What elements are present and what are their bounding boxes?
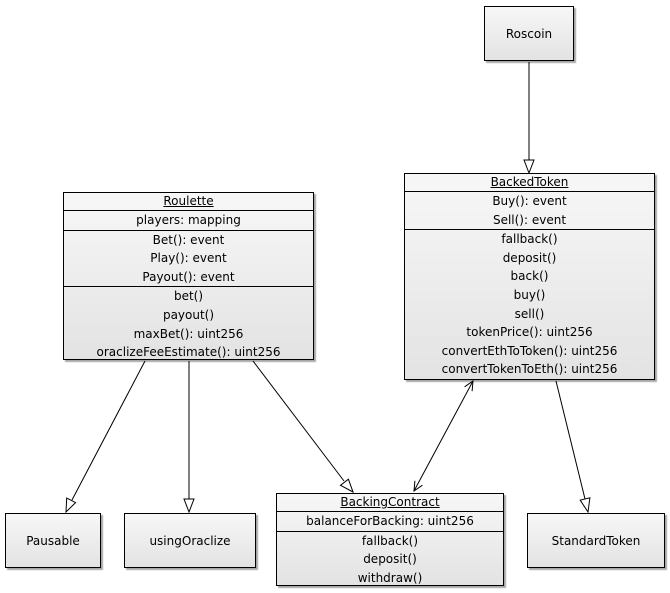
class-name: BackingContract	[340, 495, 440, 509]
class-name: usingOraclize	[149, 533, 231, 548]
method: deposit()	[502, 250, 557, 265]
attributes-section: balanceForBacking: uint256	[277, 512, 503, 532]
method: maxBet(): uint256	[133, 326, 244, 341]
class-standardtoken[interactable]: StandardToken	[527, 513, 665, 568]
method: tokenPrice(): uint256	[466, 325, 593, 340]
event: Payout(): event	[142, 269, 235, 284]
class-backingcontract[interactable]: BackingContract balanceForBacking: uint2…	[276, 493, 504, 586]
class-name: StandardToken	[551, 533, 641, 548]
class-header: BackingContract	[277, 494, 503, 512]
class-backedtoken[interactable]: BackedToken Buy(): event Sell(): event f…	[404, 173, 655, 380]
inherit-arrowhead-backingcontract	[339, 478, 354, 494]
attribute: balanceForBacking: uint256	[306, 514, 474, 528]
inherit-arrowhead-standardtoken	[579, 497, 591, 514]
class-roulette[interactable]: Roulette players: mapping Bet(): event P…	[63, 192, 314, 360]
method: deposit()	[363, 552, 417, 567]
events-section: Buy(): event Sell(): event	[405, 192, 654, 231]
class-name: Roulette	[163, 194, 214, 208]
method: convertTokenToEth(): uint256	[441, 362, 618, 377]
inherit-arrowhead-usingoraclize	[183, 498, 195, 514]
class-roscoin[interactable]: Roscoin	[484, 6, 574, 61]
method: payout()	[162, 307, 215, 322]
methods-section: fallback() deposit() withdraw()	[277, 532, 503, 588]
method: withdraw()	[357, 570, 423, 585]
methods-section: bet() payout() maxBet(): uint256 oracliz…	[64, 287, 313, 361]
event: Bet(): event	[152, 232, 225, 247]
method: convertEthToToken(): uint256	[441, 343, 618, 358]
inherit-arrowhead-backedtoken	[523, 159, 535, 175]
edge-backedtoken-standardtoken	[555, 380, 586, 500]
inherit-arrowhead-pausable	[65, 497, 77, 514]
assoc-arrowhead-backingcontract	[413, 480, 423, 493]
method: back()	[510, 269, 549, 284]
method: sell()	[514, 306, 545, 321]
class-name: BackedToken	[490, 175, 569, 189]
method: fallback()	[361, 533, 419, 548]
assoc-arrowhead-backedtoken	[464, 379, 474, 392]
methods-section: fallback() deposit() back() buy() sell()…	[405, 230, 654, 379]
class-header: BackedToken	[405, 174, 654, 192]
event: Buy(): event	[492, 194, 567, 208]
event: Play(): event	[150, 251, 227, 266]
class-name: Pausable	[26, 533, 80, 548]
events-section: Bet(): event Play(): event Payout(): eve…	[64, 231, 313, 288]
edge-backedtoken-backingcontract	[413, 380, 474, 492]
method: buy()	[513, 287, 546, 302]
class-pausable[interactable]: Pausable	[5, 513, 101, 568]
class-name: Roscoin	[505, 26, 553, 41]
method: oraclizeFeeEstimate(): uint256	[96, 345, 281, 360]
event: Sell(): event	[492, 212, 567, 227]
attributes-section: players: mapping	[64, 211, 313, 231]
edge-roulette-pausable	[71, 360, 146, 501]
method: fallback()	[501, 232, 558, 247]
method: bet()	[173, 289, 204, 304]
class-header: Roulette	[64, 193, 313, 211]
class-usingoraclize[interactable]: usingOraclize	[124, 513, 256, 568]
edge-roulette-backingcontract	[252, 360, 345, 482]
attribute: players: mapping	[136, 213, 241, 227]
